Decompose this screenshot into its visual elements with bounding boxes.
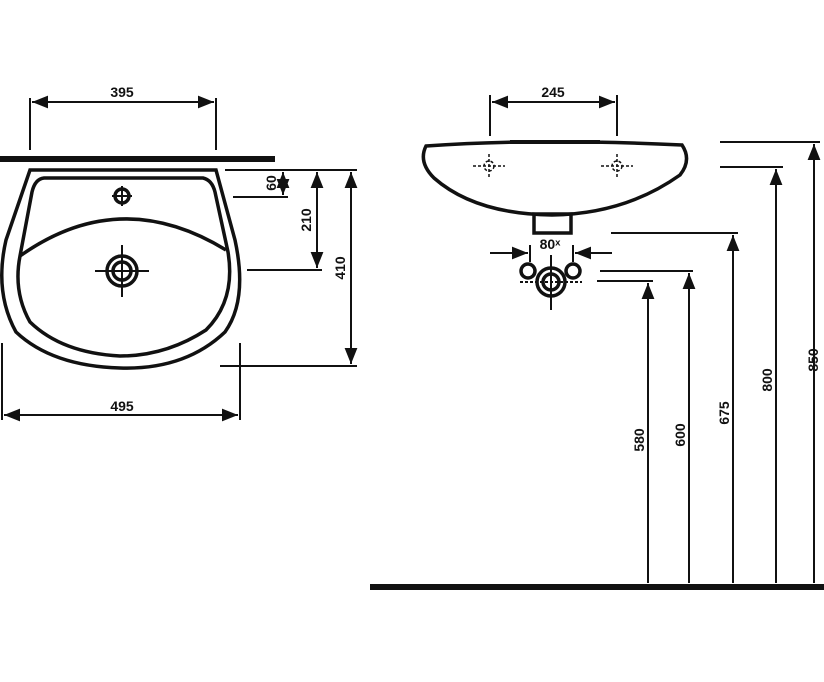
label-80: 80ˣ [540, 236, 562, 252]
basin-outer-outline [0, 168, 242, 370]
label-60: 60 [263, 175, 279, 191]
label-410: 410 [332, 256, 348, 280]
wall-bar [0, 156, 275, 162]
drain-icon [95, 245, 149, 297]
tap-hole-icon [112, 186, 132, 206]
tap-marker-icon [473, 154, 505, 178]
front-view: 245 80ˣ [370, 84, 824, 590]
bowl-rim [18, 217, 227, 258]
floor-bar [370, 584, 824, 590]
trap-fitting-icon [519, 255, 582, 310]
label-245: 245 [541, 84, 565, 100]
tap-marker-icon [601, 154, 633, 178]
outlet [532, 212, 573, 235]
label-495: 495 [110, 398, 134, 414]
top-view: 395 60 210 410 495 [0, 84, 358, 422]
label-800: 800 [759, 368, 775, 392]
label-395: 395 [110, 84, 134, 100]
label-210: 210 [298, 208, 314, 232]
label-600: 600 [672, 423, 688, 447]
label-850: 850 [805, 348, 821, 372]
label-580: 580 [631, 428, 647, 452]
label-675: 675 [716, 401, 732, 425]
basin-inner-outline [16, 176, 232, 358]
basin-side-outline [421, 139, 689, 217]
